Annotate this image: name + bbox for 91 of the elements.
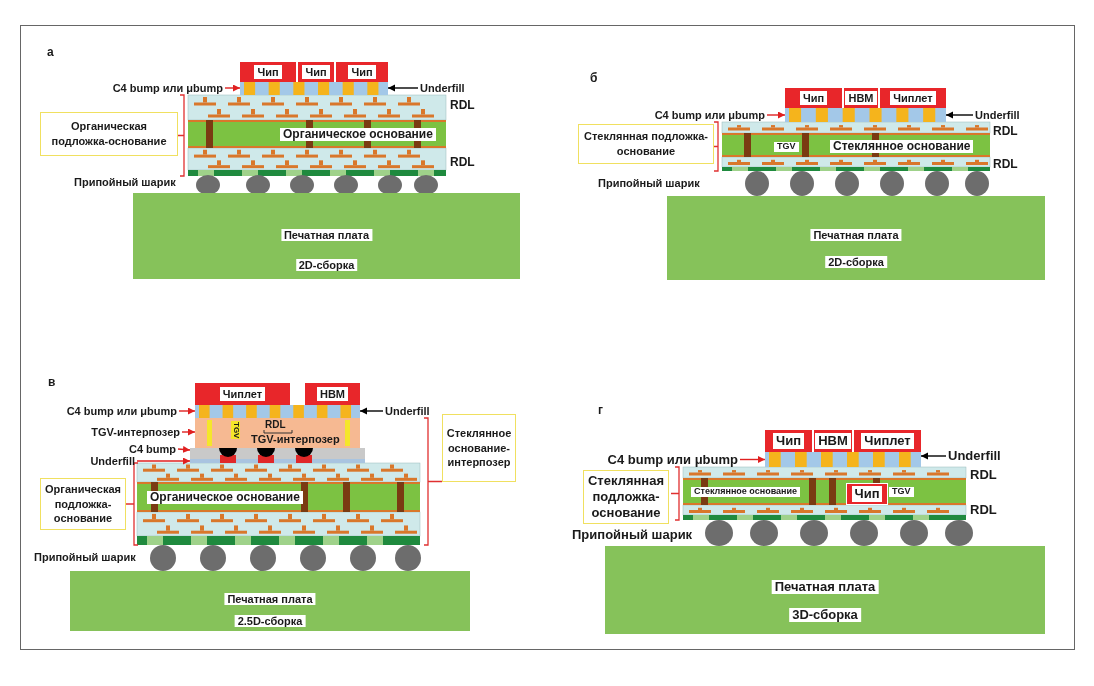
callout-box: Стеклянная подложка-основание (583, 470, 669, 524)
leader-arrow (136, 457, 191, 465)
callout-label: C4 bump (110, 443, 176, 455)
via-label: TGV (774, 142, 799, 152)
leader-arrow (920, 452, 947, 460)
solder-ball-label: Припойный шарик (34, 551, 136, 564)
callout-label: Underfill (55, 455, 135, 467)
chip-label: HBM (316, 386, 349, 402)
chip-box (195, 383, 290, 405)
callout-label: C4 bump или μbump (588, 451, 738, 468)
chip-box (880, 88, 946, 108)
chip-label: Чип (799, 90, 828, 106)
layer-label: Органическое основание (147, 491, 303, 505)
callout-box: Органическая подложка-основание (40, 478, 126, 530)
callout-box: Органическая подложка-основание (40, 112, 178, 156)
callout-label: TGV-интерпозер (78, 425, 180, 439)
assembly-label: 2.5D-сборка (234, 615, 306, 628)
circuit-board (133, 193, 520, 279)
panel-letter: б (590, 72, 598, 86)
leader-arrow (739, 456, 766, 463)
layer-label: TGV-интерпозер (251, 433, 340, 446)
bump-layer (765, 452, 921, 467)
leader-arrow (945, 111, 974, 119)
chip-label: Чиплет (890, 90, 936, 106)
leader-arrow (224, 84, 241, 92)
layer-label: RDL (450, 156, 475, 170)
chip-label: Чиплет (861, 432, 914, 450)
core-layer (188, 120, 446, 148)
callout-label: Underfill (948, 448, 1032, 464)
assembly-label: 2D-сборка (825, 256, 887, 269)
via-label: TGV (231, 421, 240, 440)
chip-box (305, 383, 360, 405)
callout-label: Underfill (420, 80, 508, 96)
bump-layer (785, 108, 946, 122)
circuit-board (70, 571, 470, 631)
chip-box (854, 430, 921, 452)
solder-ball-label: Припойный шарик (74, 176, 176, 189)
bump-layer (240, 82, 388, 95)
core-layer (722, 133, 990, 157)
assembly-label: 2D-сборка (295, 259, 358, 272)
board-label: Печатная плата (771, 580, 879, 595)
solder-ball-label: Припойный шарик (572, 528, 693, 543)
circuit-board (605, 546, 1045, 634)
assembly-label: 3D-сборка (789, 608, 861, 623)
callout-label: Underfill (975, 107, 1039, 123)
board-label: Печатная плата (224, 593, 316, 606)
via-label: TGV (889, 487, 914, 497)
solder-ball-label: Припойный шарик (598, 177, 700, 190)
board-label: Печатная плата (280, 229, 373, 242)
chip-label: Чип (773, 432, 804, 450)
layer-label: RDL (993, 125, 1018, 139)
callout-box: Стеклянное основание-интерпозер (442, 414, 516, 482)
leader-arrow (387, 84, 419, 92)
layer-label: Органическое основание (280, 128, 436, 142)
bump-layer (195, 405, 360, 418)
chip-label: Чип (302, 64, 330, 80)
c4-bump-layer (190, 448, 365, 463)
circuit-board (667, 196, 1045, 280)
panel-letter: а (47, 46, 54, 60)
layer-label: RDL (993, 158, 1018, 172)
layer-label: RDL (970, 468, 997, 483)
chip-label: Чиплет (219, 386, 266, 402)
chip-box (240, 62, 296, 82)
layer-label: RDL (970, 503, 997, 518)
layer-label: RDL (265, 419, 286, 430)
callout-label: C4 bump или μbump (95, 80, 223, 96)
leader-arrow (181, 428, 196, 436)
callout-box: Стеклянная подложка-основание (578, 124, 714, 164)
leader-arrow (766, 111, 786, 119)
layer-label: RDL (450, 99, 475, 113)
leader-arrow (178, 407, 196, 415)
core-layer (683, 478, 966, 505)
interposer-block (195, 418, 360, 448)
chip-box (765, 430, 812, 452)
callout-label: Underfill (385, 403, 439, 419)
panel-letter: в (48, 376, 56, 390)
chip-label: Чип (348, 64, 376, 80)
layer-label: Стеклянное основание (830, 140, 974, 154)
panel-letter: г (598, 404, 603, 418)
leader-arrow (177, 445, 191, 453)
chip-box (336, 62, 388, 82)
chip-label: HBM (845, 90, 877, 106)
leader-arrow (359, 407, 384, 415)
chip-box (785, 88, 842, 108)
callout-label: C4 bump или μbump (55, 403, 177, 419)
board-label: Печатная плата (810, 229, 902, 242)
callout-label: C4 bump или μbump (640, 107, 765, 123)
via-label: Стеклянное основание (691, 487, 801, 497)
chip-label: Чип (851, 485, 883, 503)
chip-label: HBM (815, 432, 851, 450)
chip-label: Чип (254, 64, 282, 80)
